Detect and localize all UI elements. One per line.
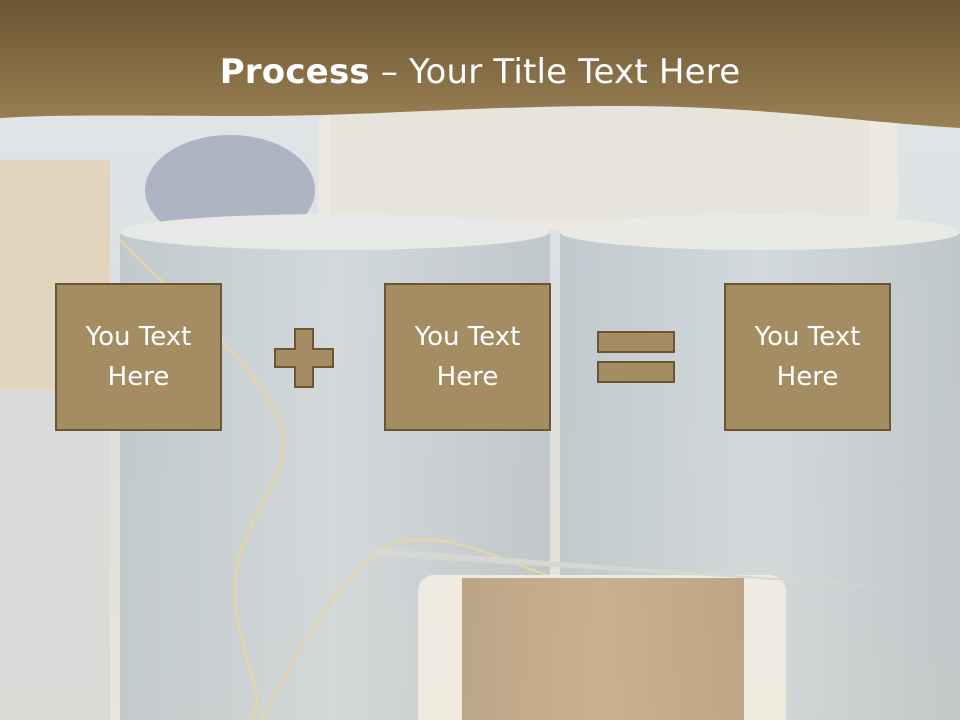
equals-icon — [597, 331, 675, 383]
process-box-1[interactable]: You Text Here — [55, 283, 222, 431]
process-box-3[interactable]: You Text Here — [724, 283, 891, 431]
plus-icon — [274, 328, 334, 388]
title-rest: – Your Title Text Here — [369, 52, 741, 92]
slide-title: Process – Your Title Text Here — [0, 52, 960, 92]
process-box-3-text: You Text Here — [754, 322, 861, 392]
process-box-2[interactable]: You Text Here — [384, 283, 551, 431]
header-band — [0, 0, 960, 128]
process-box-1-text: You Text Here — [85, 322, 192, 392]
process-box-2-text: You Text Here — [414, 322, 521, 392]
title-bold: Process — [219, 52, 370, 92]
